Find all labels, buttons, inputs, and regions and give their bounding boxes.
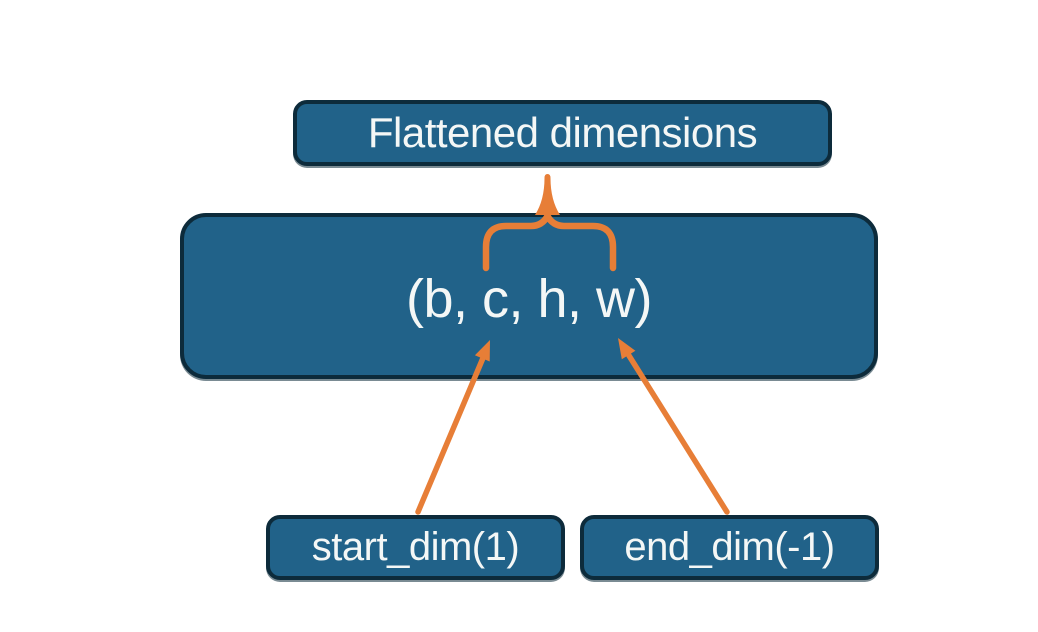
tensor-shape-label: (b, c, h, w) [405,269,653,329]
node-flattened-dimensions: Flattened dimensions [293,100,832,166]
node-start-dim: start_dim(1) [266,515,565,580]
node-end-dim: end_dim(-1) [580,515,879,580]
end-dim-label: end_dim(-1) [624,525,835,569]
flattened-dimensions-label: Flattened dimensions [367,109,758,156]
node-tensor-shape: (b, c, h, w) [180,213,878,379]
brace-stem [535,174,560,215]
start-dim-label: start_dim(1) [311,525,520,569]
